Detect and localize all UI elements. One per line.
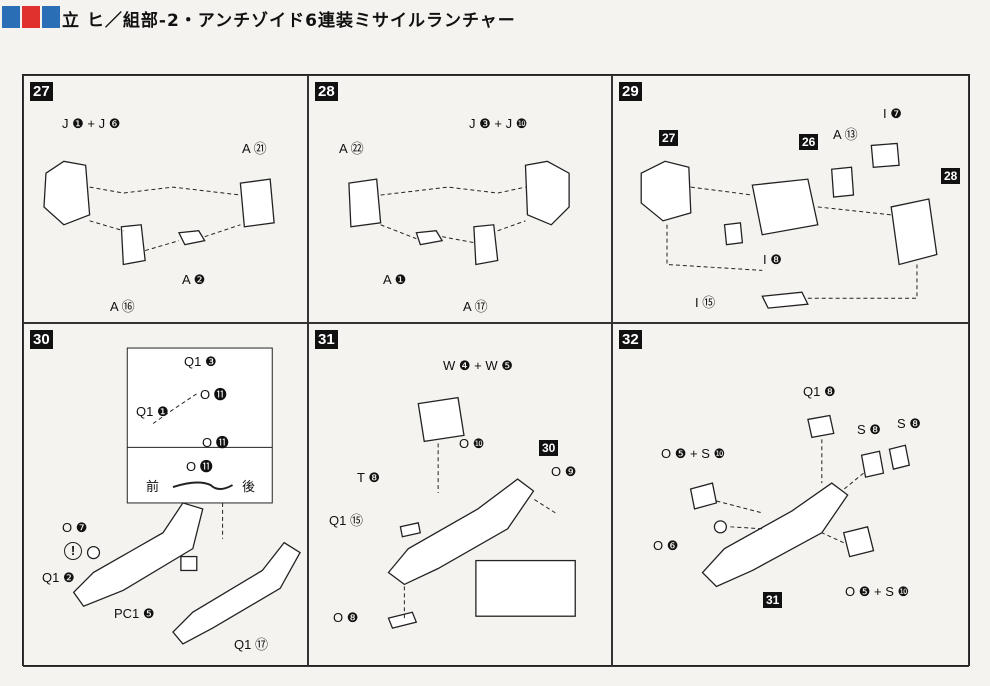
part-label: O ❺ + S ❿ <box>661 446 726 461</box>
step-31-panel: 31 W ❹ + W ❺ O ❿ 30 T ❽ O ❾ Q1 ⑮ O ❽ <box>308 323 612 667</box>
part-label: Q1 ❸ <box>184 354 217 369</box>
part-label: O ❼ <box>62 520 88 535</box>
part-label: Q1 ❶ <box>136 404 169 419</box>
assembly-diagram <box>640 142 938 309</box>
assembly-diagram <box>348 160 570 266</box>
part-label: Q1 ❷ <box>42 570 75 585</box>
step-ref-tag: 30 <box>539 440 559 456</box>
part-label: O ⓫ <box>200 387 227 402</box>
step-ref-tag: 28 <box>941 168 961 184</box>
step-number: 27 <box>30 82 53 101</box>
part-label: O ⓫ <box>186 459 213 474</box>
assembly-diagram <box>689 414 911 588</box>
part-label: Q1 ⑰ <box>234 637 268 652</box>
step-29-panel: 29 27 26 28 A ⑬ I ❼ I ❽ I ⑮ <box>612 75 969 323</box>
part-label: 後 <box>242 479 256 494</box>
part-label: A ⑯ <box>110 299 135 314</box>
part-label: S ❽ <box>897 416 921 431</box>
part-label: A ㉒ <box>339 141 364 156</box>
part-label: I ❼ <box>883 106 902 121</box>
part-label: 前 <box>146 479 160 494</box>
part-label: PC1 ❺ <box>114 606 155 621</box>
part-label: W ❹ + W ❺ <box>443 358 513 373</box>
step-number: 31 <box>315 330 338 349</box>
step-number: 29 <box>619 82 642 101</box>
part-label: T ❽ <box>357 470 380 485</box>
step-28-panel: 28 J ❸ + J ❿ A ㉒ A ❶ A ⑰ <box>308 75 612 323</box>
assembly-diagram <box>72 347 301 645</box>
part-label: S ❽ <box>857 422 881 437</box>
caution-icon: ! <box>64 542 82 560</box>
part-label: O ❿ <box>459 436 485 451</box>
instruction-grid: 27 J ❶ + J ❻ A ㉑ A ❷ A ⑯ 28 <box>22 74 970 667</box>
step-number: 28 <box>315 82 338 101</box>
part-label: A ❶ <box>383 272 407 287</box>
part-label: A ⑰ <box>463 299 488 314</box>
part-label: A ⑬ <box>833 127 858 142</box>
part-label: J ❶ + J ❻ <box>62 116 121 131</box>
header: 立 ヒ／組部-2・アンチゾイド6連装ミサイルランチャー <box>0 0 990 36</box>
step-number: 32 <box>619 330 642 349</box>
part-label: J ❸ + J ❿ <box>469 116 528 131</box>
assembly-diagram <box>387 396 576 629</box>
step-ref-tag: 27 <box>659 130 679 146</box>
part-label: A ㉑ <box>242 141 267 156</box>
step-ref-tag: 26 <box>799 134 819 150</box>
part-label: O ❺ + S ❿ <box>845 584 910 599</box>
part-label: O ❾ <box>551 464 577 479</box>
part-label: O ❽ <box>333 610 359 625</box>
part-label: O ❻ <box>653 538 679 553</box>
site-logo <box>2 6 60 28</box>
part-label: A ❷ <box>182 272 206 287</box>
part-label: I ⑮ <box>695 295 716 310</box>
page-title: 立 ヒ／組部-2・アンチゾイド6連装ミサイルランチャー <box>62 11 516 31</box>
step-number: 30 <box>30 330 53 349</box>
part-label: I ❽ <box>763 252 782 267</box>
part-label: O ⓫ <box>202 435 229 450</box>
step-27-panel: 27 J ❶ + J ❻ A ㉑ A ❷ A ⑯ <box>23 75 308 323</box>
step-32-panel: 32 Q1 ❽ S ❽ S ❽ O ❺ + S ❿ O ❻ <box>612 323 969 667</box>
step-ref-tag: 31 <box>763 592 783 608</box>
assembly-diagram <box>43 160 275 266</box>
part-label: Q1 ⑮ <box>329 513 363 528</box>
step-30-panel: 30 Q1 ❸ O ⓫ Q1 ❶ O ⓫ O ⓫ 前 後 O ❼ ! Q1 ❷ … <box>23 323 308 667</box>
part-label: Q1 ❽ <box>803 384 836 399</box>
